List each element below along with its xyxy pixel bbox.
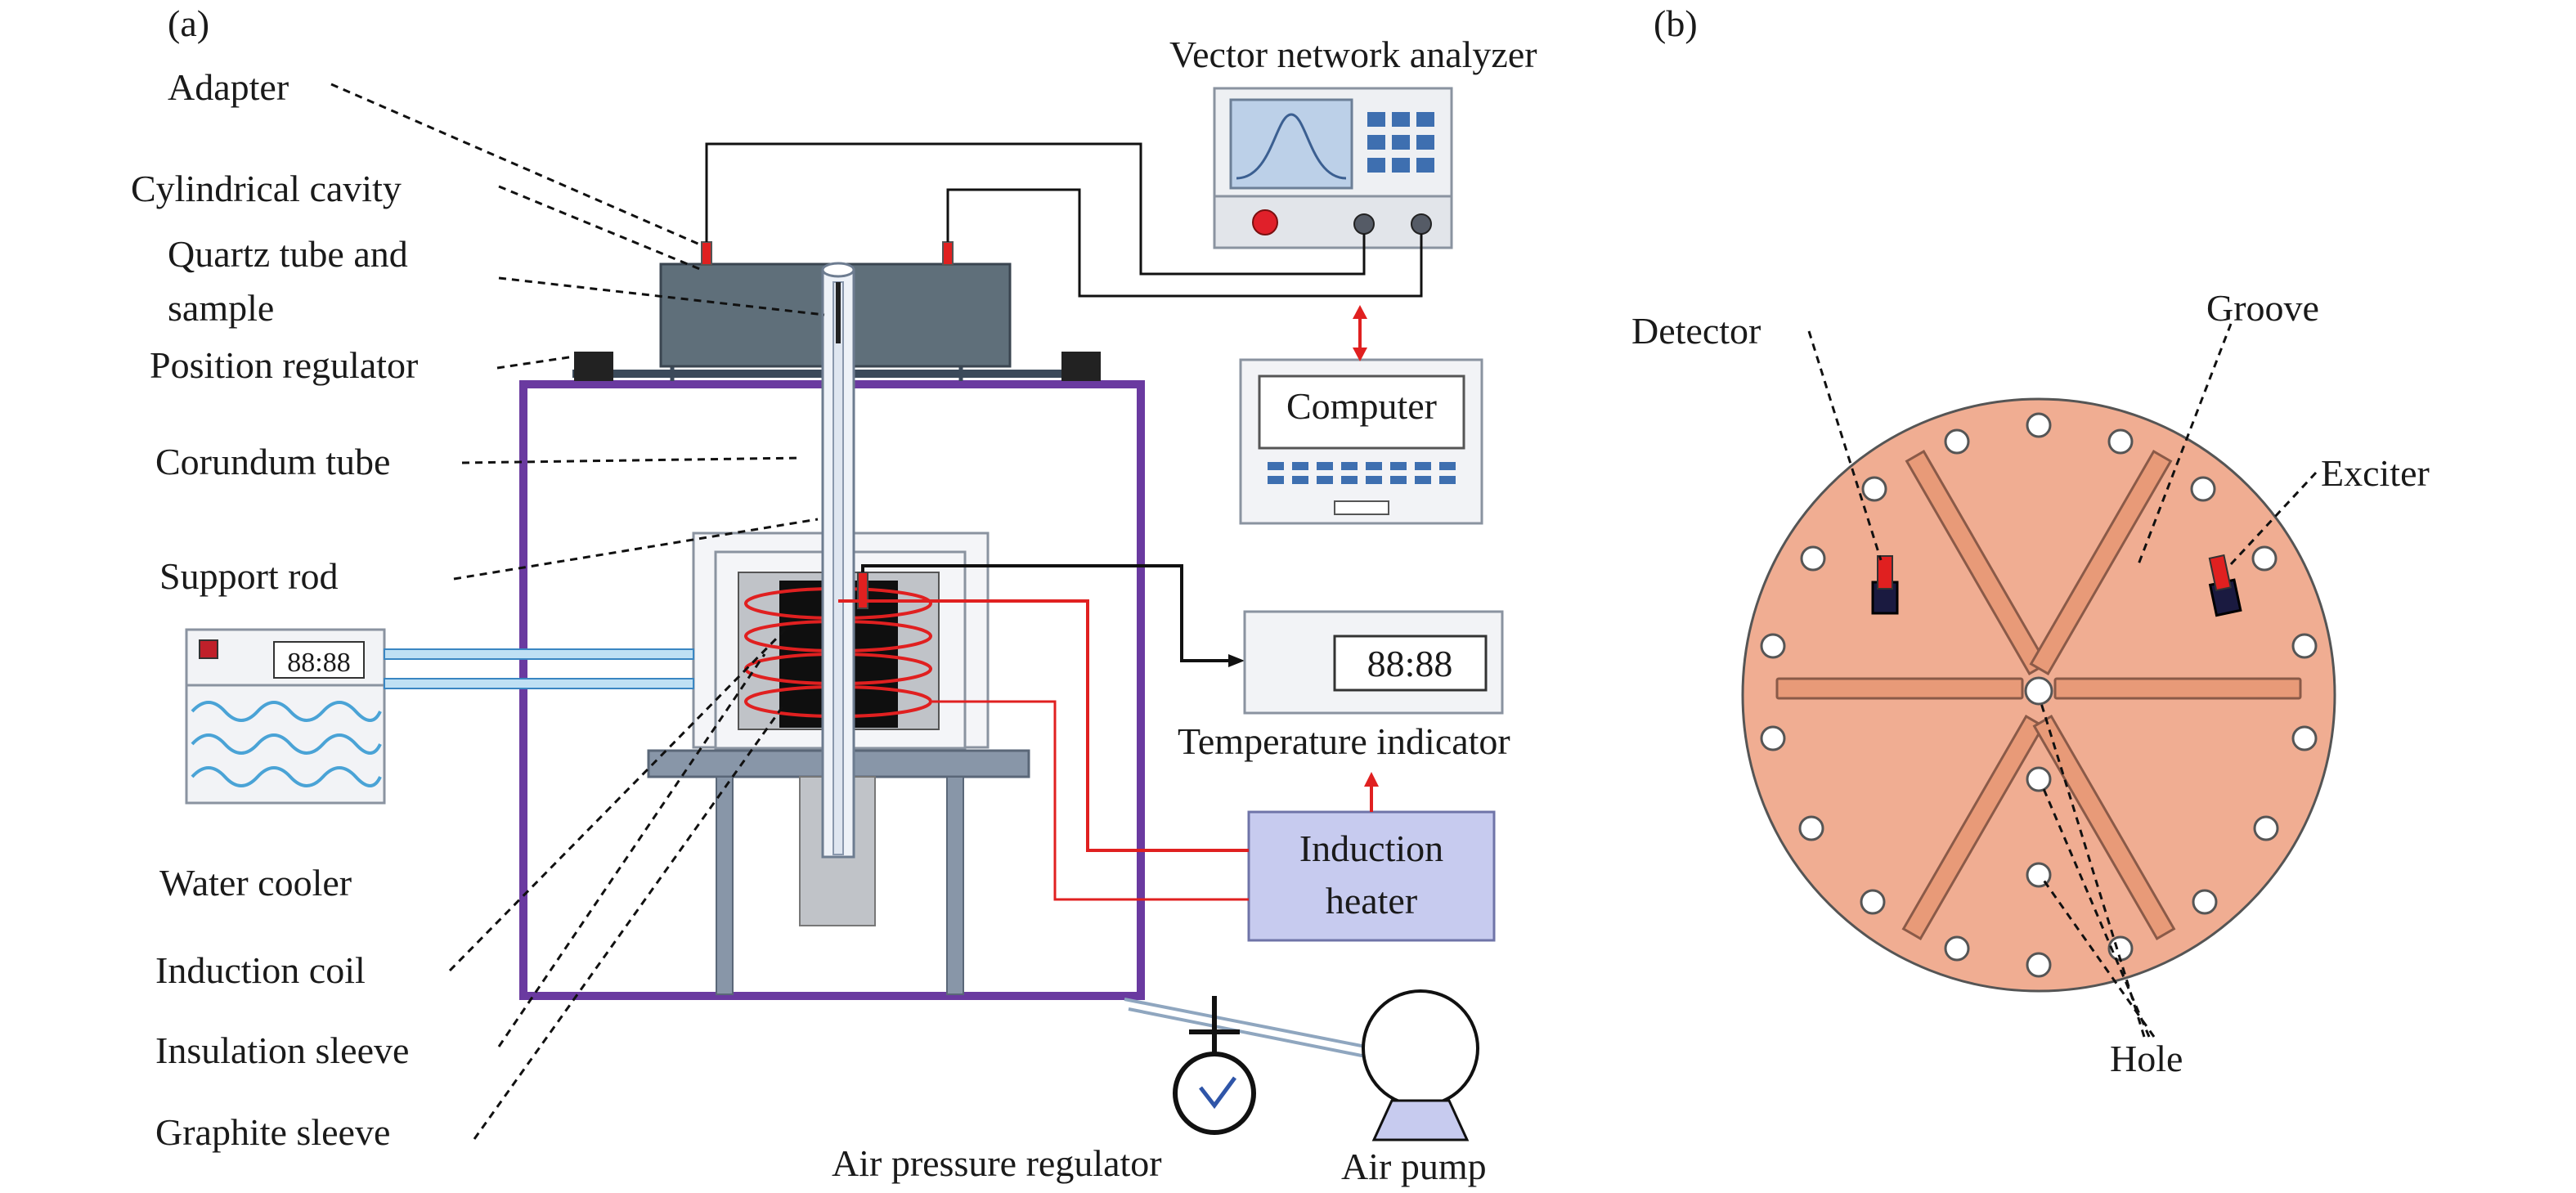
adapter-right bbox=[942, 241, 954, 266]
leader-lines-b bbox=[1807, 323, 2318, 1038]
quartz-tube-label-1: Quartz tube and bbox=[168, 233, 408, 275]
detector-probe bbox=[1871, 555, 1899, 615]
temperature-readout: 88:88 bbox=[1367, 643, 1453, 684]
groove-lower-left bbox=[1901, 715, 2045, 940]
groove-label: Groove bbox=[2206, 287, 2319, 329]
cylindrical-cavity-label: Cylindrical cavity bbox=[131, 168, 402, 209]
support-rod bbox=[832, 281, 844, 855]
vna-power-button bbox=[1252, 209, 1278, 235]
temperature-indicator bbox=[1243, 610, 1504, 715]
coil-lead-1 bbox=[838, 599, 1249, 852]
vna-port-1 bbox=[1353, 213, 1375, 235]
panel-a-label: (a) bbox=[168, 2, 209, 44]
table-leg-right bbox=[946, 776, 964, 995]
groove-upper-right bbox=[2029, 450, 2173, 675]
air-pressure-regulator-label: Air pressure regulator bbox=[832, 1142, 1162, 1184]
computer-keyboard bbox=[1268, 462, 1456, 484]
graphite-sleeve-label: Graphite sleeve bbox=[155, 1111, 390, 1153]
water-cooler-display bbox=[273, 641, 365, 679]
vector-network-analyzer bbox=[1213, 87, 1453, 249]
cavity-base-plate-view bbox=[1741, 397, 2336, 993]
heater-to-indicator-arrow bbox=[1364, 772, 1379, 812]
water-cooler-indicator bbox=[199, 639, 218, 659]
water-cooler-wave-3 bbox=[191, 766, 382, 787]
vna-computer-link bbox=[1353, 305, 1367, 361]
hole-label: Hole bbox=[2110, 1038, 2183, 1079]
cooling-pipes bbox=[384, 648, 694, 689]
exciter-probe bbox=[2208, 554, 2242, 617]
induction-coil-label: Induction coil bbox=[155, 949, 366, 991]
corundum-tube-label: Corundum tube bbox=[155, 441, 390, 482]
air-pump-label: Air pump bbox=[1341, 1146, 1487, 1187]
support-rod-label: Support rod bbox=[159, 555, 339, 597]
water-cooler-wave-2 bbox=[191, 733, 382, 755]
computer bbox=[1239, 358, 1483, 525]
position-regulator-label: Position regulator bbox=[150, 344, 418, 386]
grooves bbox=[1775, 450, 2302, 940]
exciter-label: Exciter bbox=[2321, 452, 2430, 494]
thermocouple-wire bbox=[861, 564, 1235, 662]
air-pressure-regulator bbox=[1173, 996, 1256, 1135]
computer-label: Computer bbox=[1286, 385, 1437, 427]
induction-heater-label-1: Induction bbox=[1299, 827, 1443, 869]
holes bbox=[1760, 412, 2318, 978]
vna-label: Vector network analyzer bbox=[1169, 34, 1537, 75]
air-pump bbox=[1362, 989, 1479, 1141]
groove-lower-right bbox=[2032, 715, 2176, 940]
leader-lines-a bbox=[330, 83, 825, 1140]
vna-curve bbox=[1236, 113, 1347, 180]
quartz-tube-top bbox=[821, 262, 855, 278]
induction-heater bbox=[1247, 810, 1496, 942]
groove-right bbox=[2053, 677, 2302, 700]
temperature-indicator-label: Temperature indicator bbox=[1178, 720, 1510, 762]
cable-port2 bbox=[946, 188, 1423, 298]
cable-port1 bbox=[705, 142, 1366, 276]
insulation-sleeve-label: Insulation sleeve bbox=[155, 1029, 409, 1071]
thermocouple bbox=[857, 572, 868, 609]
panel-b-label: (b) bbox=[1654, 2, 1698, 44]
water-cooler-wave-1 bbox=[191, 701, 382, 722]
computer-drive bbox=[1334, 500, 1389, 515]
water-cooler-readout: 88:88 bbox=[287, 648, 350, 678]
table-leg-left bbox=[716, 776, 734, 995]
water-cooler-label: Water cooler bbox=[159, 862, 352, 904]
detector-label: Detector bbox=[1631, 310, 1761, 352]
vna-port-2 bbox=[1411, 213, 1432, 235]
adapter-left bbox=[701, 241, 712, 266]
adapter-label: Adapter bbox=[168, 66, 289, 108]
quartz-tube-label-2: sample bbox=[168, 287, 274, 329]
vna-keypad bbox=[1367, 112, 1434, 173]
coil-lead-2 bbox=[932, 700, 1249, 901]
groove-left bbox=[1775, 677, 2024, 700]
position-regulator-right bbox=[1061, 352, 1101, 381]
water-cooler bbox=[185, 628, 386, 805]
air-line bbox=[1124, 998, 1375, 1060]
position-regulator-left bbox=[574, 352, 613, 381]
induction-heater-label-2: heater bbox=[1326, 880, 1417, 922]
